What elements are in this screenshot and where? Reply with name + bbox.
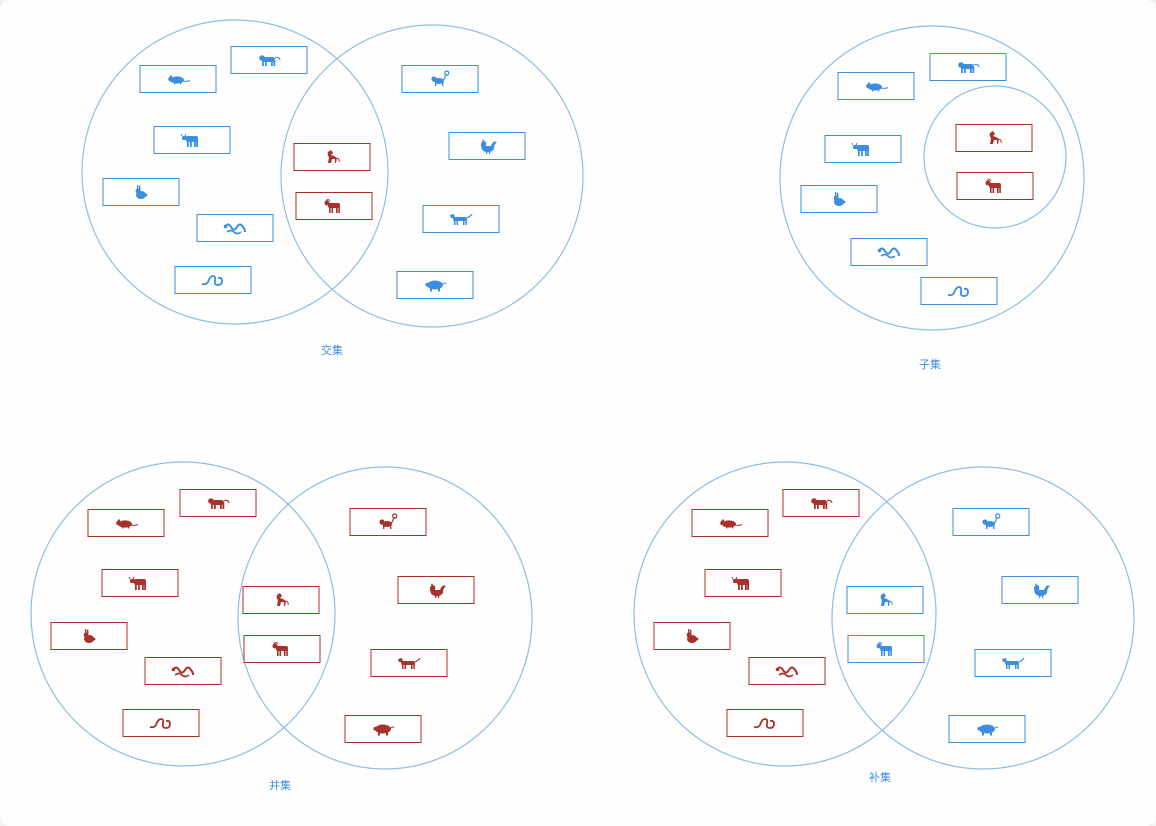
horse-card	[242, 586, 320, 614]
panel-caption: 并集	[269, 778, 291, 792]
goat-card	[243, 635, 321, 663]
rabbit-card	[653, 622, 731, 650]
rat-card	[691, 509, 769, 537]
tiger-card	[179, 489, 257, 517]
snake-card	[122, 709, 200, 737]
rat-card	[139, 65, 217, 93]
rabbit-card	[50, 622, 128, 650]
set-circle-2	[237, 466, 533, 770]
rooster-card	[448, 132, 526, 160]
rat-card	[87, 509, 165, 537]
pig-card	[344, 715, 422, 743]
ox-card	[101, 569, 179, 597]
dragon-card	[196, 214, 274, 242]
dragon-card	[850, 238, 928, 266]
set-circle-2	[923, 85, 1067, 229]
venn-panel-complement: 补集	[633, 461, 1135, 784]
monkey-card	[349, 508, 427, 536]
dragon-card	[144, 657, 222, 685]
set-circle-2	[831, 466, 1135, 770]
dragon-card	[748, 657, 826, 685]
tiger-card	[929, 53, 1007, 81]
venn-panel-intersection: 交集	[81, 19, 584, 357]
set-circle-1	[779, 25, 1085, 331]
horse-card	[293, 143, 371, 171]
panel-caption: 补集	[869, 770, 891, 784]
goat-card	[956, 172, 1034, 200]
rooster-card	[397, 576, 475, 604]
dog-card	[370, 649, 448, 677]
horse-card	[846, 586, 924, 614]
ox-card	[824, 135, 902, 163]
dog-card	[422, 205, 500, 233]
pig-card	[396, 271, 474, 299]
venn-panel-union: 并集	[30, 461, 533, 792]
goat-card	[847, 635, 925, 663]
dog-card	[974, 649, 1052, 677]
rabbit-card	[102, 178, 180, 206]
rat-card	[837, 72, 915, 100]
rabbit-card	[800, 185, 878, 213]
panel-caption: 子集	[919, 357, 941, 371]
ox-card	[153, 126, 231, 154]
set-circle-1	[633, 461, 937, 767]
snake-card	[726, 709, 804, 737]
monkey-card	[401, 65, 479, 93]
snake-card	[174, 266, 252, 294]
set-circle-1	[30, 461, 336, 767]
venn-panel-subset: 子集	[779, 25, 1085, 371]
horse-card	[955, 124, 1033, 152]
panel-caption: 交集	[321, 343, 343, 357]
tiger-card	[230, 46, 308, 74]
goat-card	[295, 192, 373, 220]
rooster-card	[1001, 576, 1079, 604]
set-circle-1	[81, 19, 389, 325]
set-circle-2	[280, 24, 584, 328]
tiger-card	[782, 489, 860, 517]
pig-card	[948, 715, 1026, 743]
snake-card	[920, 277, 998, 305]
monkey-card	[952, 508, 1030, 536]
ox-card	[704, 569, 782, 597]
